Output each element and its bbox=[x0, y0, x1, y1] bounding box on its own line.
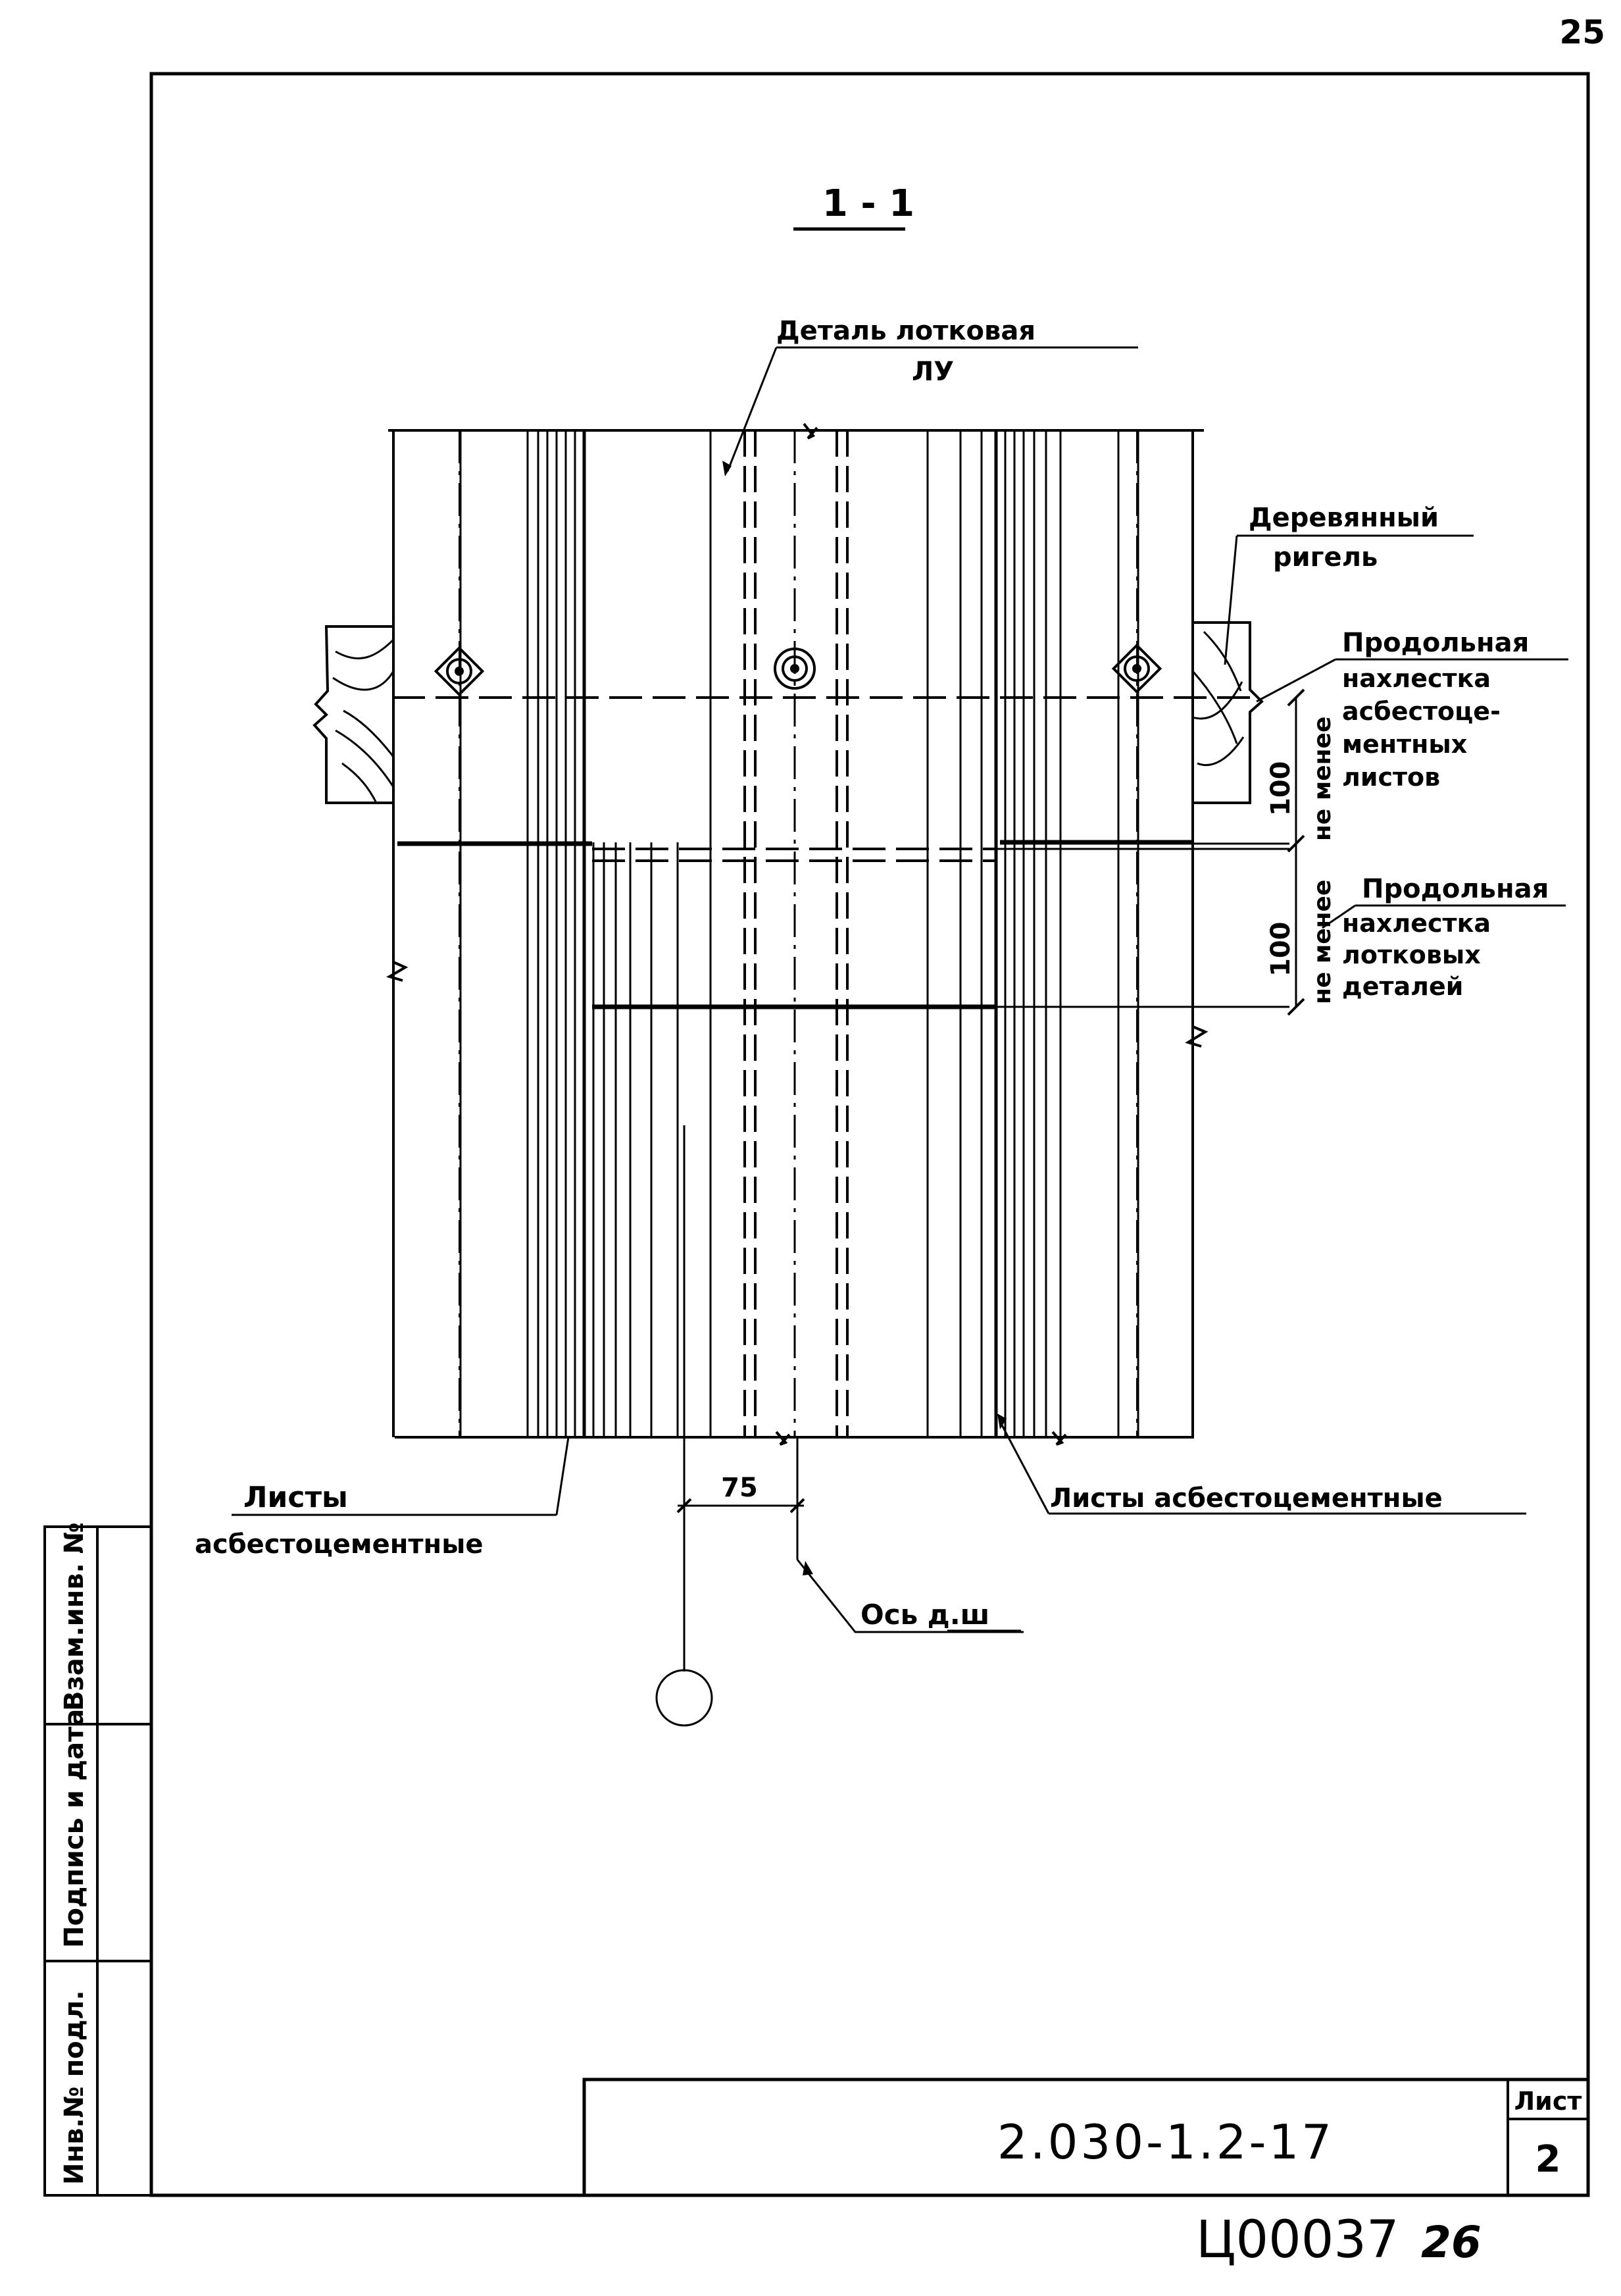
stamp-inv-no-podl: Инв.№ подл. bbox=[59, 1990, 89, 2185]
callout-sheets-right: Листы асбестоцементные bbox=[997, 1414, 1526, 1515]
overlap-trough-label-4: деталей bbox=[1342, 972, 1463, 1001]
wooden-crossbar-left bbox=[312, 625, 395, 804]
wooden-crossbar-right bbox=[1191, 621, 1264, 804]
wooden-crossbar-label-1: Деревянный bbox=[1249, 503, 1439, 533]
callout-axis: Ось д.ш bbox=[796, 1559, 1024, 1633]
sheet-label: Лист bbox=[1514, 2087, 1582, 2116]
trough-detail-label: Деталь лотковая bbox=[776, 316, 1035, 346]
dimension-overlap-lower: 100 не менее bbox=[1266, 844, 1336, 1016]
document-code: 2.030-1.2-17 bbox=[997, 2114, 1334, 2170]
overlap-lower-note: не менее bbox=[1309, 880, 1336, 1004]
page-number: 25 bbox=[1559, 13, 1605, 51]
fastener-right bbox=[1111, 643, 1162, 694]
section-title: 1 - 1 bbox=[822, 182, 914, 225]
archive-page: 26 bbox=[1421, 2217, 1482, 2268]
axis-offset-value: 75 bbox=[721, 1473, 758, 1503]
stamp-vzam-inv-no: Взам.инв. № bbox=[59, 1522, 89, 1711]
callout-wooden-crossbar: Деревянный ригель bbox=[1224, 503, 1474, 665]
callout-sheets-left: Листы асбестоцементные bbox=[195, 1437, 570, 1560]
overlap-lower-value: 100 bbox=[1266, 922, 1296, 977]
dimension-overlap-upper: 100 не менее bbox=[1266, 688, 1336, 853]
callout-sheet-overlap: Продольная нахлестка асбестоце- ментных … bbox=[1256, 628, 1568, 792]
stamp-signature-date: Подпись и дата bbox=[59, 1709, 89, 1948]
overlap-sheets-label-2: нахлестка bbox=[1342, 664, 1491, 693]
callout-trough-overlap: Продольная нахлестка лотковых деталей bbox=[1322, 874, 1566, 1001]
side-stamp: Инв.№ подл. Подпись и дата Взам.инв. № bbox=[43, 1522, 153, 2197]
trough-detail-mark: ЛУ bbox=[912, 357, 954, 387]
fastener-center bbox=[774, 648, 816, 690]
sheets-left-label-1: Листы bbox=[243, 1481, 348, 1514]
archive-number: Ц00037 bbox=[1196, 2210, 1399, 2270]
overlap-trough-label-1: Продольная bbox=[1362, 874, 1549, 904]
wooden-crossbar-label-2: ригель bbox=[1273, 542, 1378, 573]
overlap-sheets-label-3: асбестоце- bbox=[1342, 697, 1501, 726]
fastener-left bbox=[434, 646, 485, 697]
overlap-upper-note: не менее bbox=[1309, 717, 1336, 841]
axis-label: Ось д.ш bbox=[860, 1598, 989, 1631]
overlap-sheets-label-1: Продольная bbox=[1342, 628, 1529, 658]
roof-section bbox=[312, 422, 1289, 1446]
overlap-upper-value: 100 bbox=[1266, 761, 1296, 817]
sheet-frame bbox=[149, 72, 1590, 2197]
overlap-sheets-label-5: листов bbox=[1342, 763, 1440, 792]
overlap-trough-label-2: нахлестка bbox=[1342, 909, 1491, 938]
overlap-sheets-label-4: ментных bbox=[1342, 730, 1467, 759]
overlap-trough-label-3: лотковых bbox=[1342, 940, 1481, 969]
axis-marker-circle bbox=[655, 1669, 713, 1727]
title-block: 2.030-1.2-17 Лист 2 bbox=[582, 2078, 1590, 2197]
sheets-left-label-2: асбестоцементные bbox=[195, 1529, 484, 1560]
sheet-number: 2 bbox=[1535, 2138, 1561, 2181]
sheets-right-label: Листы асбестоцементные bbox=[1050, 1483, 1443, 1514]
dimension-axis-offset: 75 bbox=[655, 1125, 805, 1727]
callout-trough-detail: Деталь лотковая ЛУ bbox=[722, 316, 1138, 476]
